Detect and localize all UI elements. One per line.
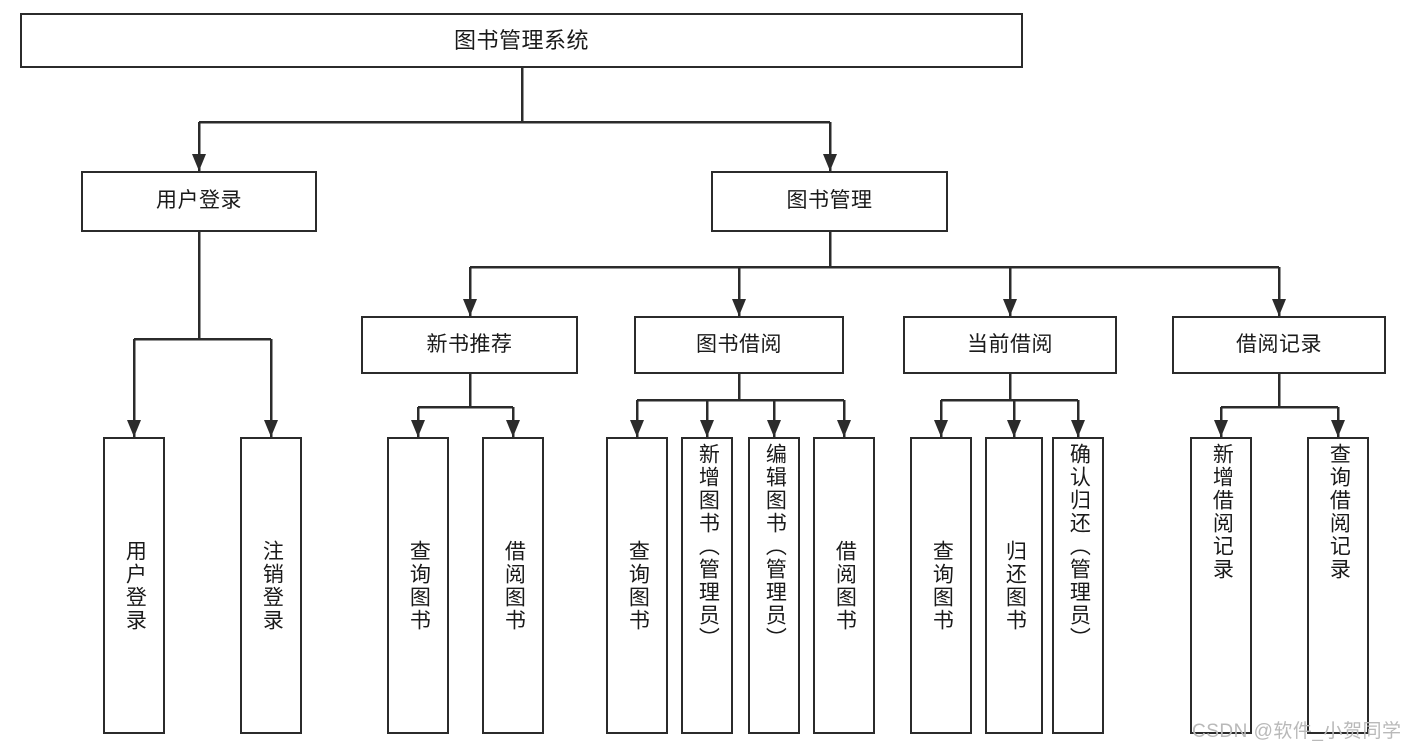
node-label: 查询图书: [626, 539, 650, 632]
node-label: 新增图书（管理员）: [696, 443, 720, 650]
node-leaf-qrec[interactable]: 查询借阅记录: [1307, 437, 1369, 734]
node-label: 新书推荐: [426, 332, 513, 356]
node-label: 当前借阅: [967, 332, 1053, 356]
node-leaf-confirm[interactable]: 确认归还（管理员）: [1052, 437, 1104, 734]
node-newbook[interactable]: 新书推荐: [361, 316, 578, 374]
node-label: 确认归还（管理员）: [1067, 443, 1091, 650]
node-label: 借阅记录: [1236, 332, 1322, 356]
node-label: 用户登录: [123, 539, 147, 632]
node-label: 查询借阅记录: [1327, 443, 1351, 581]
node-label: 用户登录: [156, 189, 242, 213]
node-leaf-edit[interactable]: 编辑图书（管理员）: [748, 437, 800, 734]
node-label: 借阅图书: [833, 539, 857, 632]
node-label: 图书借阅: [696, 332, 782, 356]
node-label: 归还图书: [1003, 539, 1027, 632]
node-label: 查询图书: [930, 539, 954, 632]
node-label: 图书管理: [786, 189, 873, 213]
node-leaf-login[interactable]: 用户登录: [103, 437, 165, 734]
node-bookmgmt[interactable]: 图书管理: [711, 171, 948, 232]
node-leaf-return[interactable]: 归还图书: [985, 437, 1043, 734]
node-login[interactable]: 用户登录: [81, 171, 317, 232]
node-leaf-q2[interactable]: 查询图书: [606, 437, 668, 734]
node-label: 查询图书: [407, 539, 431, 632]
node-records[interactable]: 借阅记录: [1172, 316, 1386, 374]
watermark: CSDN @软件_小贺同学: [1192, 721, 1402, 742]
node-leaf-b2[interactable]: 借阅图书: [813, 437, 875, 734]
node-leaf-b1[interactable]: 借阅图书: [482, 437, 544, 734]
node-borrow[interactable]: 图书借阅: [634, 316, 844, 374]
node-leaf-addrec[interactable]: 新增借阅记录: [1190, 437, 1252, 734]
node-leaf-q1[interactable]: 查询图书: [387, 437, 449, 734]
node-label: 注销登录: [260, 539, 284, 632]
node-leaf-q3[interactable]: 查询图书: [910, 437, 972, 734]
node-root[interactable]: 图书管理系统: [20, 13, 1023, 68]
node-leaf-logout[interactable]: 注销登录: [240, 437, 302, 734]
node-label: 借阅图书: [502, 539, 526, 632]
node-label: 编辑图书（管理员）: [763, 443, 787, 650]
node-current[interactable]: 当前借阅: [903, 316, 1117, 374]
node-label: 新增借阅记录: [1210, 443, 1234, 581]
node-leaf-add[interactable]: 新增图书（管理员）: [681, 437, 733, 734]
node-label: 图书管理系统: [453, 27, 589, 53]
